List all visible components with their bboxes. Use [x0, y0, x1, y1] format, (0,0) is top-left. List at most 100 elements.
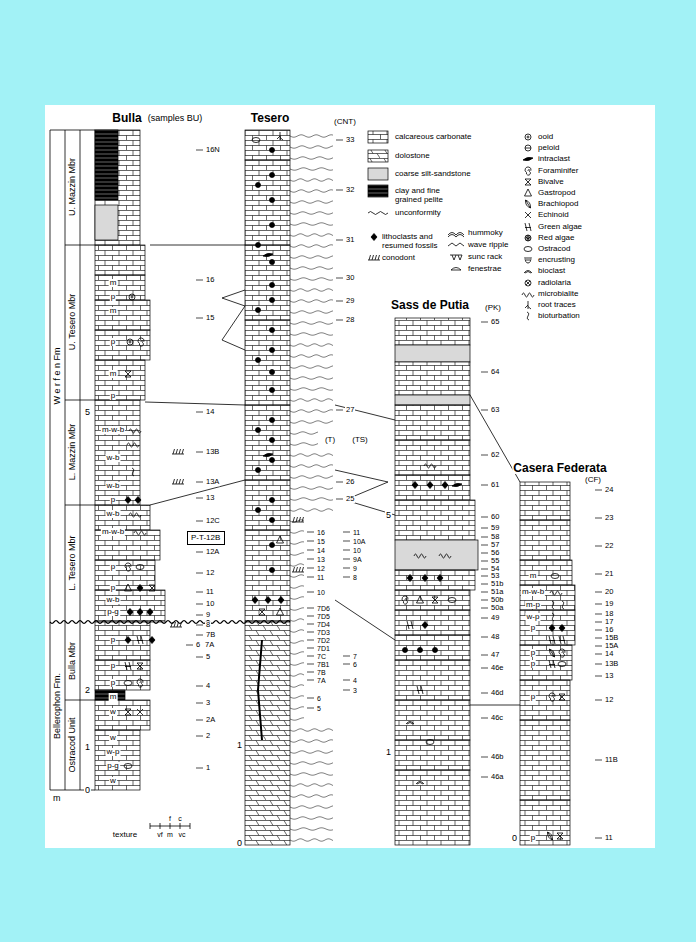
- fossil-symbol: [412, 482, 418, 489]
- fossil-symbol: [451, 268, 461, 271]
- symbol-stroke: [448, 598, 456, 603]
- outcrop-sketch: [290, 201, 333, 203]
- symbol-stroke: [137, 663, 143, 669]
- outcrop-sketch: [290, 685, 304, 687]
- outcrop-sketch: [290, 795, 333, 797]
- outcrop-sketch: [290, 443, 318, 445]
- fossil-symbol: [525, 223, 531, 231]
- fossil-symbol: [559, 649, 565, 657]
- fossil-symbol: [559, 694, 565, 700]
- outcrop-sketch: [290, 476, 333, 478]
- sample-tick: [336, 278, 343, 279]
- symbol-stroke: [125, 584, 132, 591]
- symbol-stroke: [559, 625, 565, 632]
- outcrop-sketch: [290, 234, 333, 236]
- texture-code: m: [109, 279, 118, 287]
- fossil-symbol: [422, 575, 428, 582]
- outcrop-sketch: [290, 487, 333, 489]
- symbol-stroke: [525, 189, 532, 196]
- sample-number: 16: [604, 626, 614, 634]
- sample-tick: [481, 637, 488, 638]
- sample-tick: [481, 528, 488, 529]
- sample-number: 12: [316, 565, 326, 572]
- bed: [95, 700, 150, 730]
- symbol-stroke: [416, 782, 424, 785]
- sample-tick: [196, 280, 203, 281]
- fossil-symbol: [277, 608, 284, 615]
- sample-number: 8: [205, 621, 211, 629]
- member-name: L. Mazzin Mbr: [68, 423, 77, 482]
- fossil-symbol: [549, 636, 555, 644]
- symbol-stroke: [256, 308, 261, 313]
- sample-tick: [595, 622, 602, 623]
- symbol-stroke: [256, 243, 261, 248]
- sample-tick: [196, 498, 203, 499]
- symbol-stroke: [552, 613, 554, 621]
- fossil-symbol: [448, 598, 456, 603]
- sample-tick: [481, 553, 488, 554]
- sample-number: 64: [490, 368, 500, 376]
- symbol-stroke: [131, 296, 133, 298]
- fossil-symbol: [417, 686, 423, 694]
- symbol-stroke: [403, 648, 408, 653]
- legend-swatch: [516, 275, 540, 291]
- bed: [95, 660, 150, 690]
- sample-tick: [481, 537, 488, 538]
- bed: [520, 585, 575, 610]
- sample-tick: [343, 680, 350, 681]
- sample-tick: [336, 190, 343, 191]
- sample-tick: [481, 600, 488, 601]
- sample-number: 4: [205, 682, 211, 690]
- fossil-symbol: [172, 479, 184, 484]
- symbol-stroke: [559, 694, 565, 700]
- fossil-symbol: [277, 536, 284, 543]
- outcrop-sketch: [290, 751, 333, 753]
- sample-tick: [595, 838, 602, 839]
- sample-tick: [196, 521, 203, 522]
- sample-tick: [307, 608, 314, 609]
- scale-number: 1: [236, 741, 243, 750]
- symbol-stroke: [292, 567, 304, 572]
- fossil-symbol: [426, 740, 434, 745]
- bed: [245, 245, 290, 320]
- fossil-symbol: [127, 339, 133, 345]
- texture-code: p: [530, 649, 536, 657]
- symbol-stroke: [137, 709, 143, 715]
- fossil-symbol: [559, 636, 565, 644]
- legend-swatch: [516, 151, 540, 167]
- fossil-symbol: [270, 518, 275, 523]
- outcrop-sketch: [290, 256, 333, 258]
- symbol-stroke: [263, 453, 273, 456]
- symbol-stroke: [172, 449, 184, 454]
- legend-text: fenestrae: [468, 264, 501, 273]
- fossil-symbol: [265, 597, 271, 604]
- fossil-symbol: [263, 453, 273, 456]
- sample-tick: [307, 656, 314, 657]
- bed: [95, 300, 150, 330]
- texture-code: m-w-b: [101, 426, 125, 434]
- symbol-stroke: [136, 565, 144, 570]
- sample-tick: [481, 655, 488, 656]
- fossil-symbol: [277, 132, 283, 140]
- scale-number: 5: [385, 511, 392, 520]
- fossil-symbol: [424, 464, 436, 468]
- symbol-stroke: [129, 429, 141, 433]
- sample-number: 16N: [205, 146, 221, 154]
- sample-number: 46c: [490, 714, 504, 722]
- correlation-line: [335, 405, 395, 420]
- unit-strip-line: [50, 130, 95, 131]
- sample-number: 13: [604, 672, 614, 680]
- bed: [95, 330, 150, 360]
- sample-number: 6: [352, 661, 358, 668]
- sample-tick: [343, 532, 350, 533]
- sample-tick: [196, 592, 203, 593]
- symbol-stroke: [450, 255, 462, 260]
- sample-tick: [595, 574, 602, 575]
- legend-swatch: [366, 183, 390, 199]
- fossil-symbol: [525, 257, 531, 263]
- outcrop-sketch: [290, 267, 333, 269]
- symbol-stroke: [452, 483, 462, 486]
- symbol-stroke: [270, 348, 275, 353]
- sample-tick: [481, 618, 488, 619]
- scale-number: 2: [84, 686, 91, 695]
